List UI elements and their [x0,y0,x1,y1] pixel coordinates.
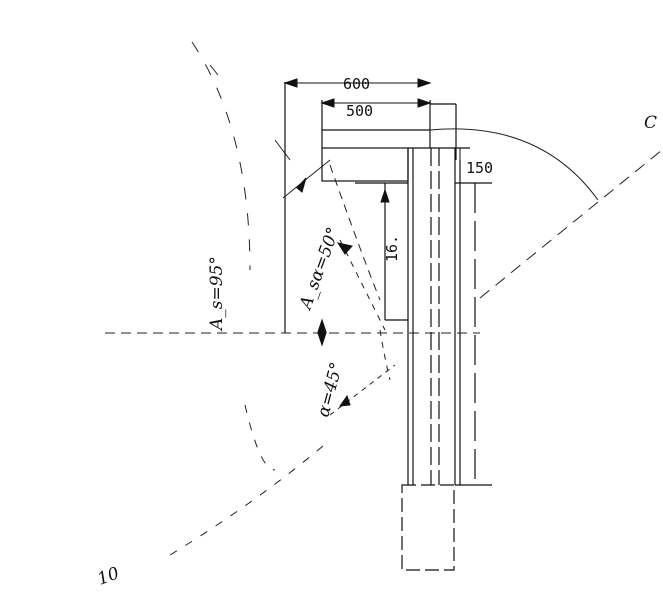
label-c: C [644,113,657,133]
dimension-lines [283,78,461,407]
dim-150-label: 150 [466,159,493,177]
angle-95-label: A_s=95° [207,256,227,332]
angle-45-label: α=45° [314,360,348,419]
angle-50-label: A_sα=50° [295,225,344,314]
construction-lines [105,41,663,556]
structure [284,82,492,571]
dim-16-label: 16. [383,235,401,262]
dim-500-label: 500 [346,102,373,120]
dim-600-label: 600 [343,75,370,93]
label-10: 10 [95,563,122,589]
